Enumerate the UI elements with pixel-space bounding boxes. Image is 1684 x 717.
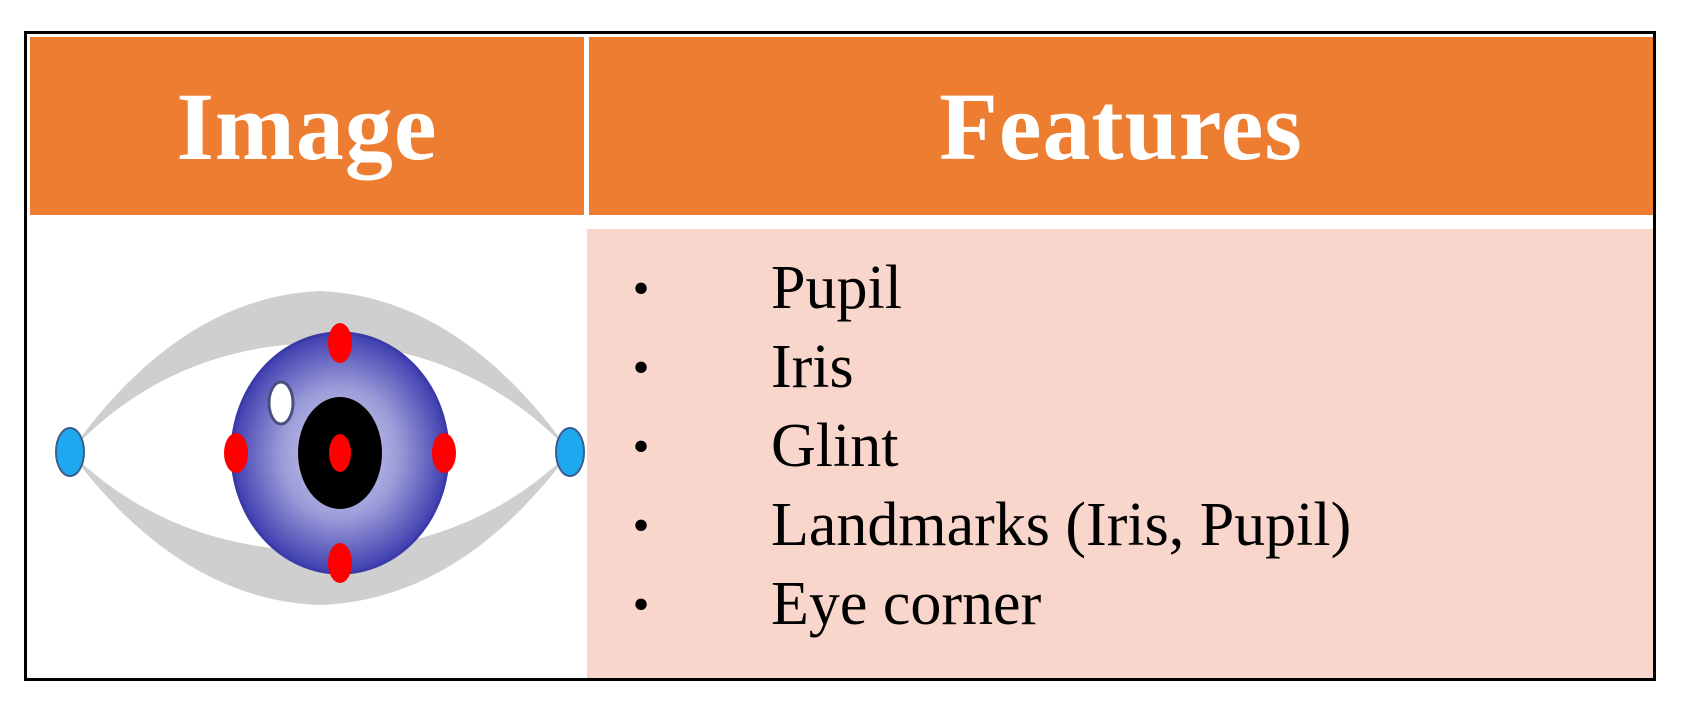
feature-item-pupil: • Pupil xyxy=(587,249,1653,328)
features-cell: • Pupil • Iris • Glint • Landmarks (Iris… xyxy=(587,229,1653,678)
feature-text: Pupil xyxy=(771,254,902,322)
header-image: Image xyxy=(30,37,584,215)
landmark-right xyxy=(432,433,456,473)
bullet: • xyxy=(632,420,650,473)
landmark-center xyxy=(329,434,351,472)
upper-eyelid xyxy=(70,291,570,452)
image-cell xyxy=(30,215,587,678)
eye-corner-right xyxy=(555,427,585,477)
feature-item-landmarks: • Landmarks (Iris, Pupil) xyxy=(587,486,1653,565)
feature-text: Landmarks (Iris, Pupil) xyxy=(771,491,1352,559)
feature-text: Glint xyxy=(771,412,899,480)
landmark-top xyxy=(328,323,352,363)
landmark-left xyxy=(224,433,248,473)
header-features: Features xyxy=(589,37,1653,215)
bullet: • xyxy=(632,262,650,315)
feature-item-glint: • Glint xyxy=(587,407,1653,486)
landmark-bottom xyxy=(328,543,352,583)
features-table: Image Features xyxy=(24,31,1656,681)
glint xyxy=(267,380,295,426)
feature-item-eye-corner: • Eye corner xyxy=(587,565,1653,644)
feature-text: Eye corner xyxy=(771,570,1042,638)
header-divider xyxy=(584,37,589,215)
lower-eyelid xyxy=(70,452,570,605)
bullet: • xyxy=(632,578,650,631)
feature-list: • Pupil • Iris • Glint • Landmarks (Iris… xyxy=(587,249,1653,644)
eye-corner-left xyxy=(55,427,85,477)
eye-diagram-icon xyxy=(55,291,585,605)
feature-item-iris: • Iris xyxy=(587,328,1653,407)
feature-text: Iris xyxy=(771,333,854,401)
bullet: • xyxy=(632,341,650,394)
bullet: • xyxy=(632,499,650,552)
